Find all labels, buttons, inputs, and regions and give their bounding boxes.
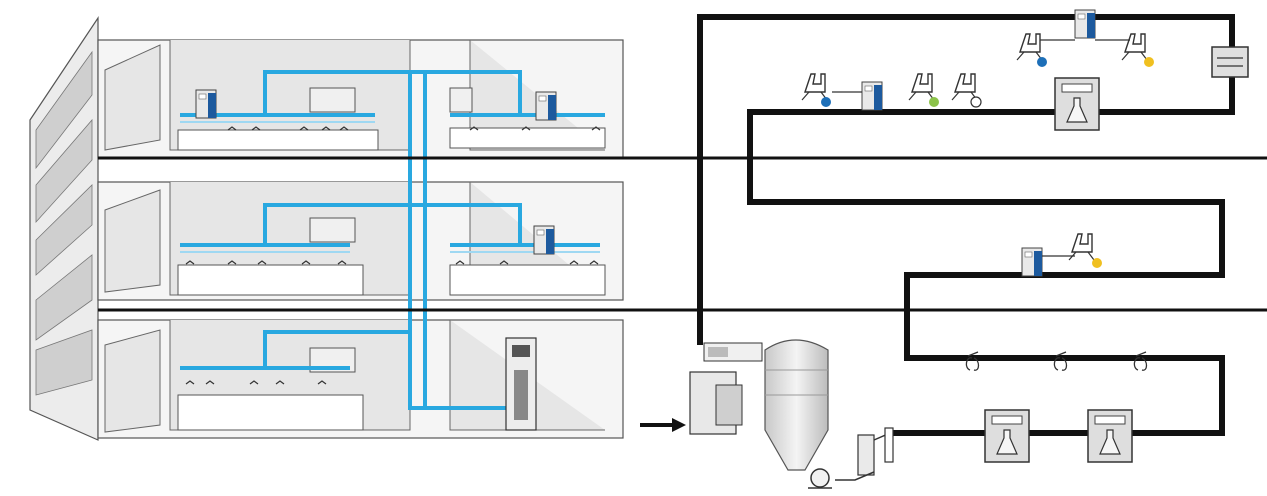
stand-icon bbox=[951, 73, 978, 101]
yellow-dot-icon bbox=[1092, 258, 1102, 268]
building-illustration bbox=[29, 16, 624, 441]
blue-dot-icon bbox=[821, 97, 831, 107]
blue-dot-icon bbox=[1037, 57, 1047, 67]
purifier-unit-icon bbox=[533, 225, 555, 255]
valve-icon bbox=[1133, 351, 1148, 371]
yellow-dot-icon bbox=[1144, 57, 1154, 67]
purifier-unit-icon bbox=[535, 91, 557, 121]
dispenser-unit-icon bbox=[1021, 247, 1043, 277]
valve-row bbox=[965, 351, 1148, 371]
flask-cabinet-icon bbox=[1054, 77, 1100, 131]
stand-icon bbox=[801, 73, 828, 101]
dispenser-unit-icon bbox=[861, 81, 883, 111]
floor-divider-lines bbox=[98, 156, 1267, 312]
building-loop-pipes bbox=[180, 70, 605, 410]
dispenser-unit-icon bbox=[1074, 9, 1096, 39]
green-dot-icon bbox=[929, 97, 939, 107]
stand-icon bbox=[1016, 33, 1043, 61]
polishing-filter bbox=[835, 427, 894, 481]
third-station bbox=[1021, 233, 1102, 277]
purifier-unit-icon bbox=[195, 89, 217, 119]
pump-icon bbox=[810, 468, 830, 488]
feed-equipment bbox=[640, 342, 763, 435]
flask-cabinet-icon bbox=[1087, 409, 1133, 463]
stand-icon bbox=[1121, 33, 1148, 61]
storage-tank bbox=[764, 339, 832, 489]
valve-icon bbox=[965, 351, 980, 371]
flask-cabinet-icon bbox=[984, 409, 1030, 463]
main-supply-loop bbox=[697, 14, 1235, 436]
stand-icon bbox=[908, 73, 935, 101]
lab-benches bbox=[177, 127, 606, 431]
top-station bbox=[1016, 9, 1154, 67]
distribution-network bbox=[697, 14, 1235, 436]
facade-windows bbox=[35, 50, 93, 396]
filter-housing-top bbox=[1211, 46, 1249, 78]
empty-dot-icon bbox=[970, 96, 982, 108]
central-purification-system bbox=[505, 337, 537, 431]
second-station bbox=[801, 73, 982, 111]
valve-icon bbox=[1053, 351, 1068, 371]
